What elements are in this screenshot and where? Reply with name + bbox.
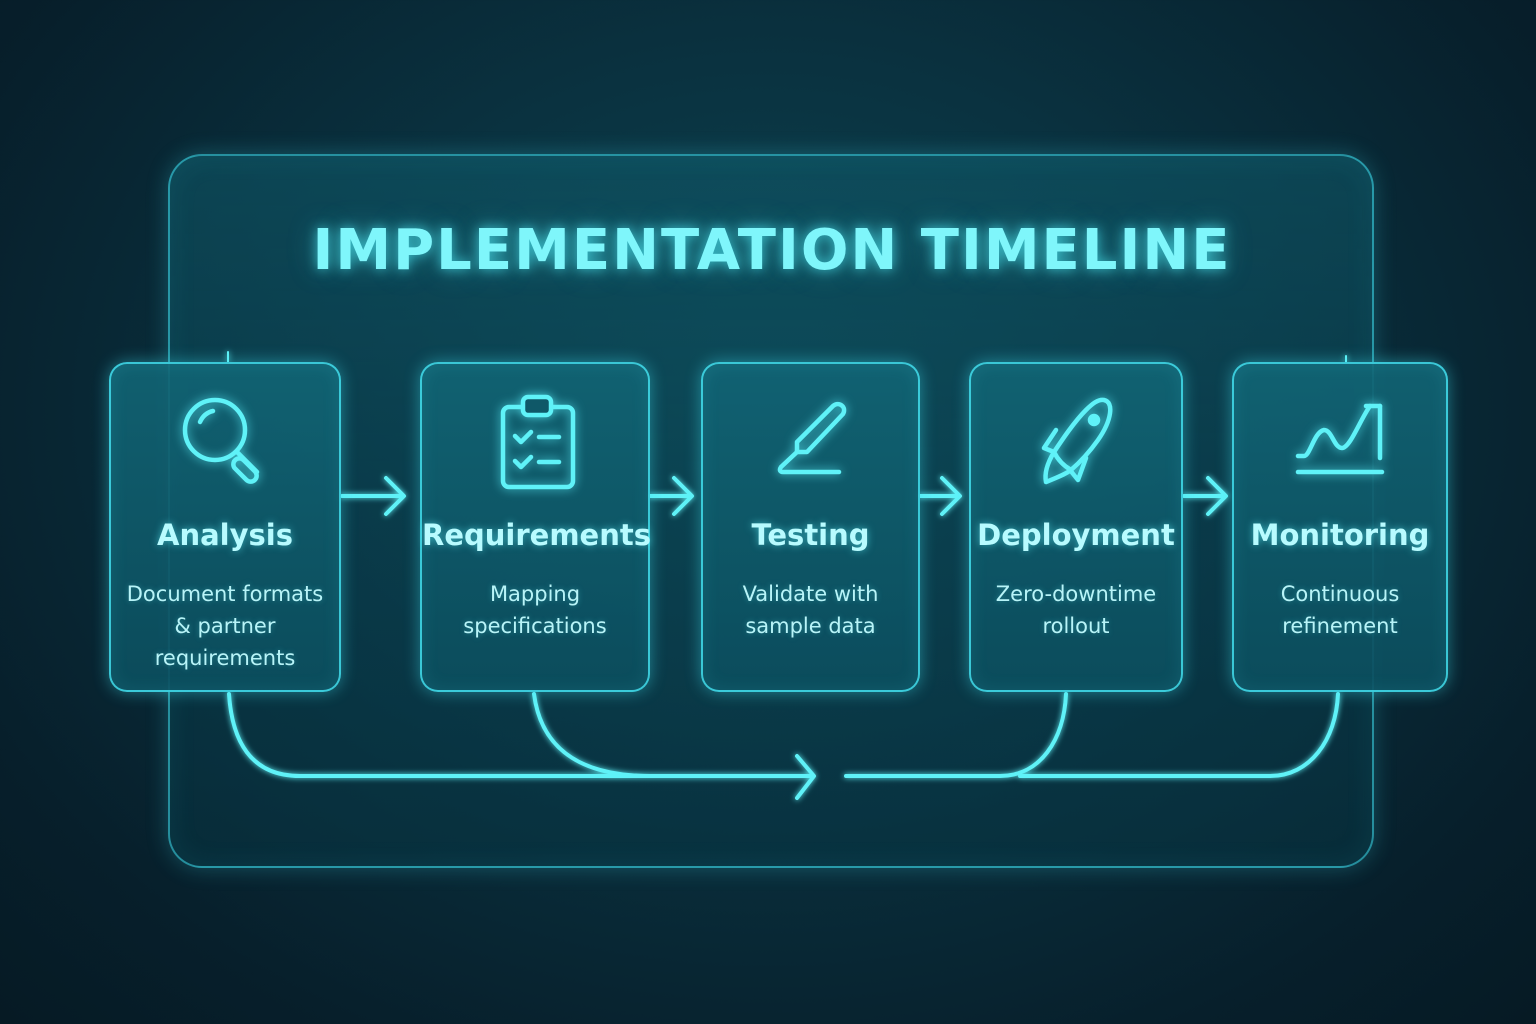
step-description: Validate with sample data (742, 582, 879, 638)
step-card-requirements: Requirements Mapping specifications (420, 362, 651, 692)
step-card-deployment: Deployment Zero-downtime rollout (969, 362, 1183, 692)
line-chart-icon (1234, 392, 1446, 492)
step-description: Zero-downtime rollout (995, 582, 1157, 638)
step-description: Continuous refinement (1280, 582, 1400, 638)
page-title: IMPLEMENTATION TIMELINE (312, 218, 1232, 283)
step-label: Deployment (977, 518, 1175, 552)
step-label: Requirements (422, 518, 651, 552)
step-card-testing: Testing Validate with sample data (701, 362, 920, 692)
pen-icon (703, 392, 918, 492)
step-description: Document formats & partner requirements (126, 582, 324, 670)
step-label: Testing (751, 518, 870, 552)
step-label: Analysis (157, 518, 293, 552)
step-card-analysis: Analysis Document formats & partner requ… (109, 362, 341, 692)
step-description: Mapping specifications (463, 582, 607, 638)
step-label: Monitoring (1250, 518, 1430, 552)
magnifying-glass-icon (111, 392, 339, 492)
rocket-icon (971, 392, 1181, 492)
step-card-monitoring: Monitoring Continuous refinement (1232, 362, 1448, 692)
clipboard-checklist-icon (422, 392, 648, 492)
